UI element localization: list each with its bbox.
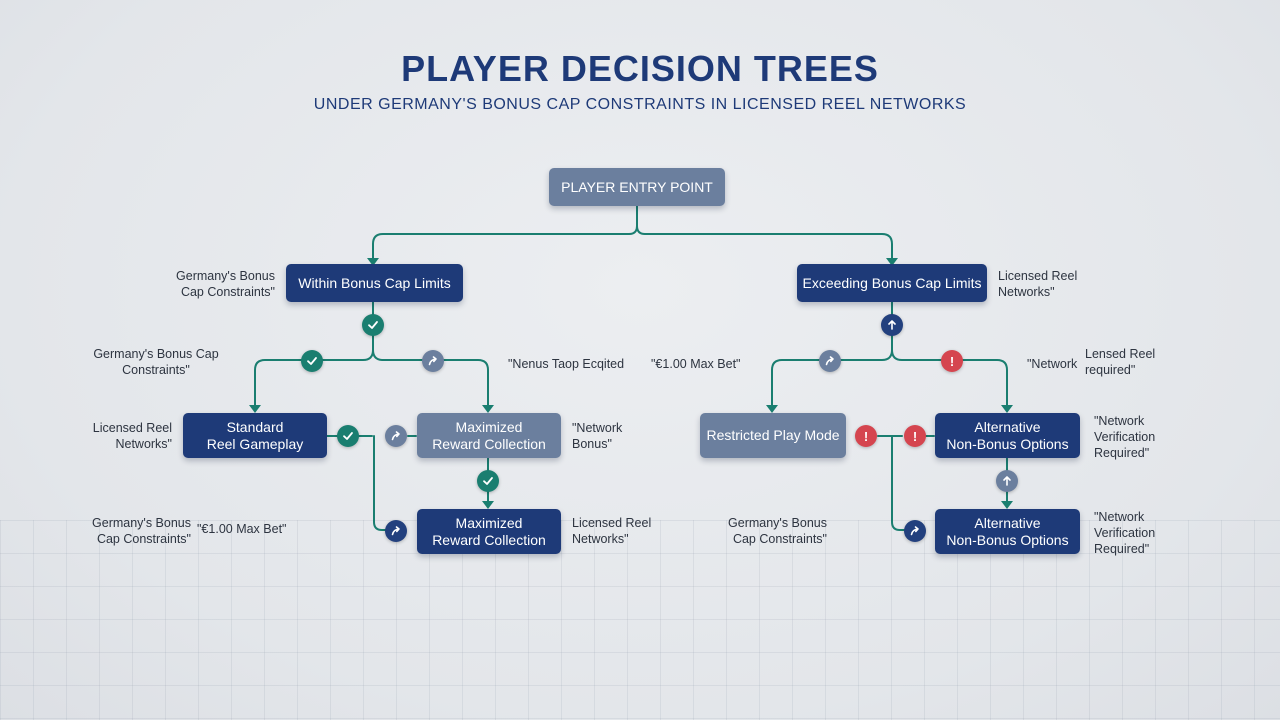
annotation-label: "Network Verification Required": [1094, 414, 1156, 460]
node-player-entry-point[interactable]: PLAYER ENTRY POINT: [549, 168, 725, 206]
arrow-up-right-icon: [422, 350, 444, 372]
node-maximized-reward-collection-2[interactable]: Maximized Reward Collection: [417, 509, 561, 554]
arrowhead: [886, 258, 898, 266]
exclamation-icon: !: [904, 425, 926, 447]
arrowhead: [766, 405, 778, 413]
connector-entry: [372, 205, 638, 261]
annotation-label: Germany's Bonus Cap Constraints": [176, 269, 275, 299]
annotation-label: Germany's Bonus Cap Constraints": [728, 516, 827, 546]
node-exceeding-bonus-cap-limits[interactable]: Exceeding Bonus Cap Limits: [797, 264, 987, 302]
arrowhead: [367, 258, 379, 266]
check-icon: [301, 350, 323, 372]
page-subtitle: UNDER GERMANY'S BONUS CAP CONSTRAINTS IN…: [313, 96, 967, 113]
arrow-up-right-icon: [904, 520, 926, 542]
connector-exceeding-right: [891, 349, 1008, 409]
check-icon: [362, 314, 384, 336]
connector-alt-down: [891, 435, 905, 531]
annotation-label: "€1.00 Max Bet": [197, 522, 287, 536]
check-icon: [337, 425, 359, 447]
exclamation-icon: !: [941, 350, 963, 372]
arrow-up-right-icon: [385, 425, 407, 447]
node-within-bonus-cap-limits[interactable]: Within Bonus Cap Limits: [286, 264, 463, 302]
annotation-label: Lensed Reel required": [1085, 347, 1156, 377]
node-maximized-reward-collection[interactable]: Maximized Reward Collection: [417, 413, 561, 458]
arrow-up-right-icon: [385, 520, 407, 542]
node-alternative-non-bonus-options[interactable]: Alternative Non-Bonus Options: [935, 413, 1080, 458]
arrow-up-right-icon: [819, 350, 841, 372]
annotation-label: Licensed Reel Networks": [998, 269, 1078, 299]
annotation-label: "Nenus Taop Ecqited: [508, 357, 625, 371]
arrowhead: [1001, 405, 1013, 413]
arrowhead: [482, 405, 494, 413]
annotation-label: "Network Bonus": [572, 421, 623, 451]
connector-entry-right: [636, 225, 893, 261]
arrow-up-icon: [881, 314, 903, 336]
arrowhead: [482, 501, 494, 509]
annotation-label: Licensed Reel Networks": [572, 516, 652, 546]
annotation-label: Germany's Bonus Cap Constraints": [92, 516, 191, 546]
node-standard-reel-gameplay[interactable]: Standard Reel Gameplay: [183, 413, 327, 458]
annotation-label: "Network: [1027, 357, 1078, 371]
check-icon: [477, 470, 499, 492]
node-alternative-non-bonus-options-2[interactable]: Alternative Non-Bonus Options: [935, 509, 1080, 554]
page-title: PLAYER DECISION TREES: [401, 48, 879, 89]
annotation-label: "€1.00 Max Bet": [651, 357, 741, 371]
arrowhead: [249, 405, 261, 413]
arrow-up-icon: [996, 470, 1018, 492]
annotation-label: "Network Verification Required": [1094, 510, 1156, 556]
connector-within-right: [372, 349, 489, 409]
node-restricted-play-mode[interactable]: Restricted Play Mode: [700, 413, 846, 458]
annotation-label: Germany's Bonus Cap Constraints": [93, 347, 219, 377]
connector-std-down: [373, 435, 393, 531]
annotation-label: Licensed Reel Networks": [92, 421, 172, 451]
exclamation-icon: !: [855, 425, 877, 447]
arrowhead: [1001, 501, 1013, 509]
